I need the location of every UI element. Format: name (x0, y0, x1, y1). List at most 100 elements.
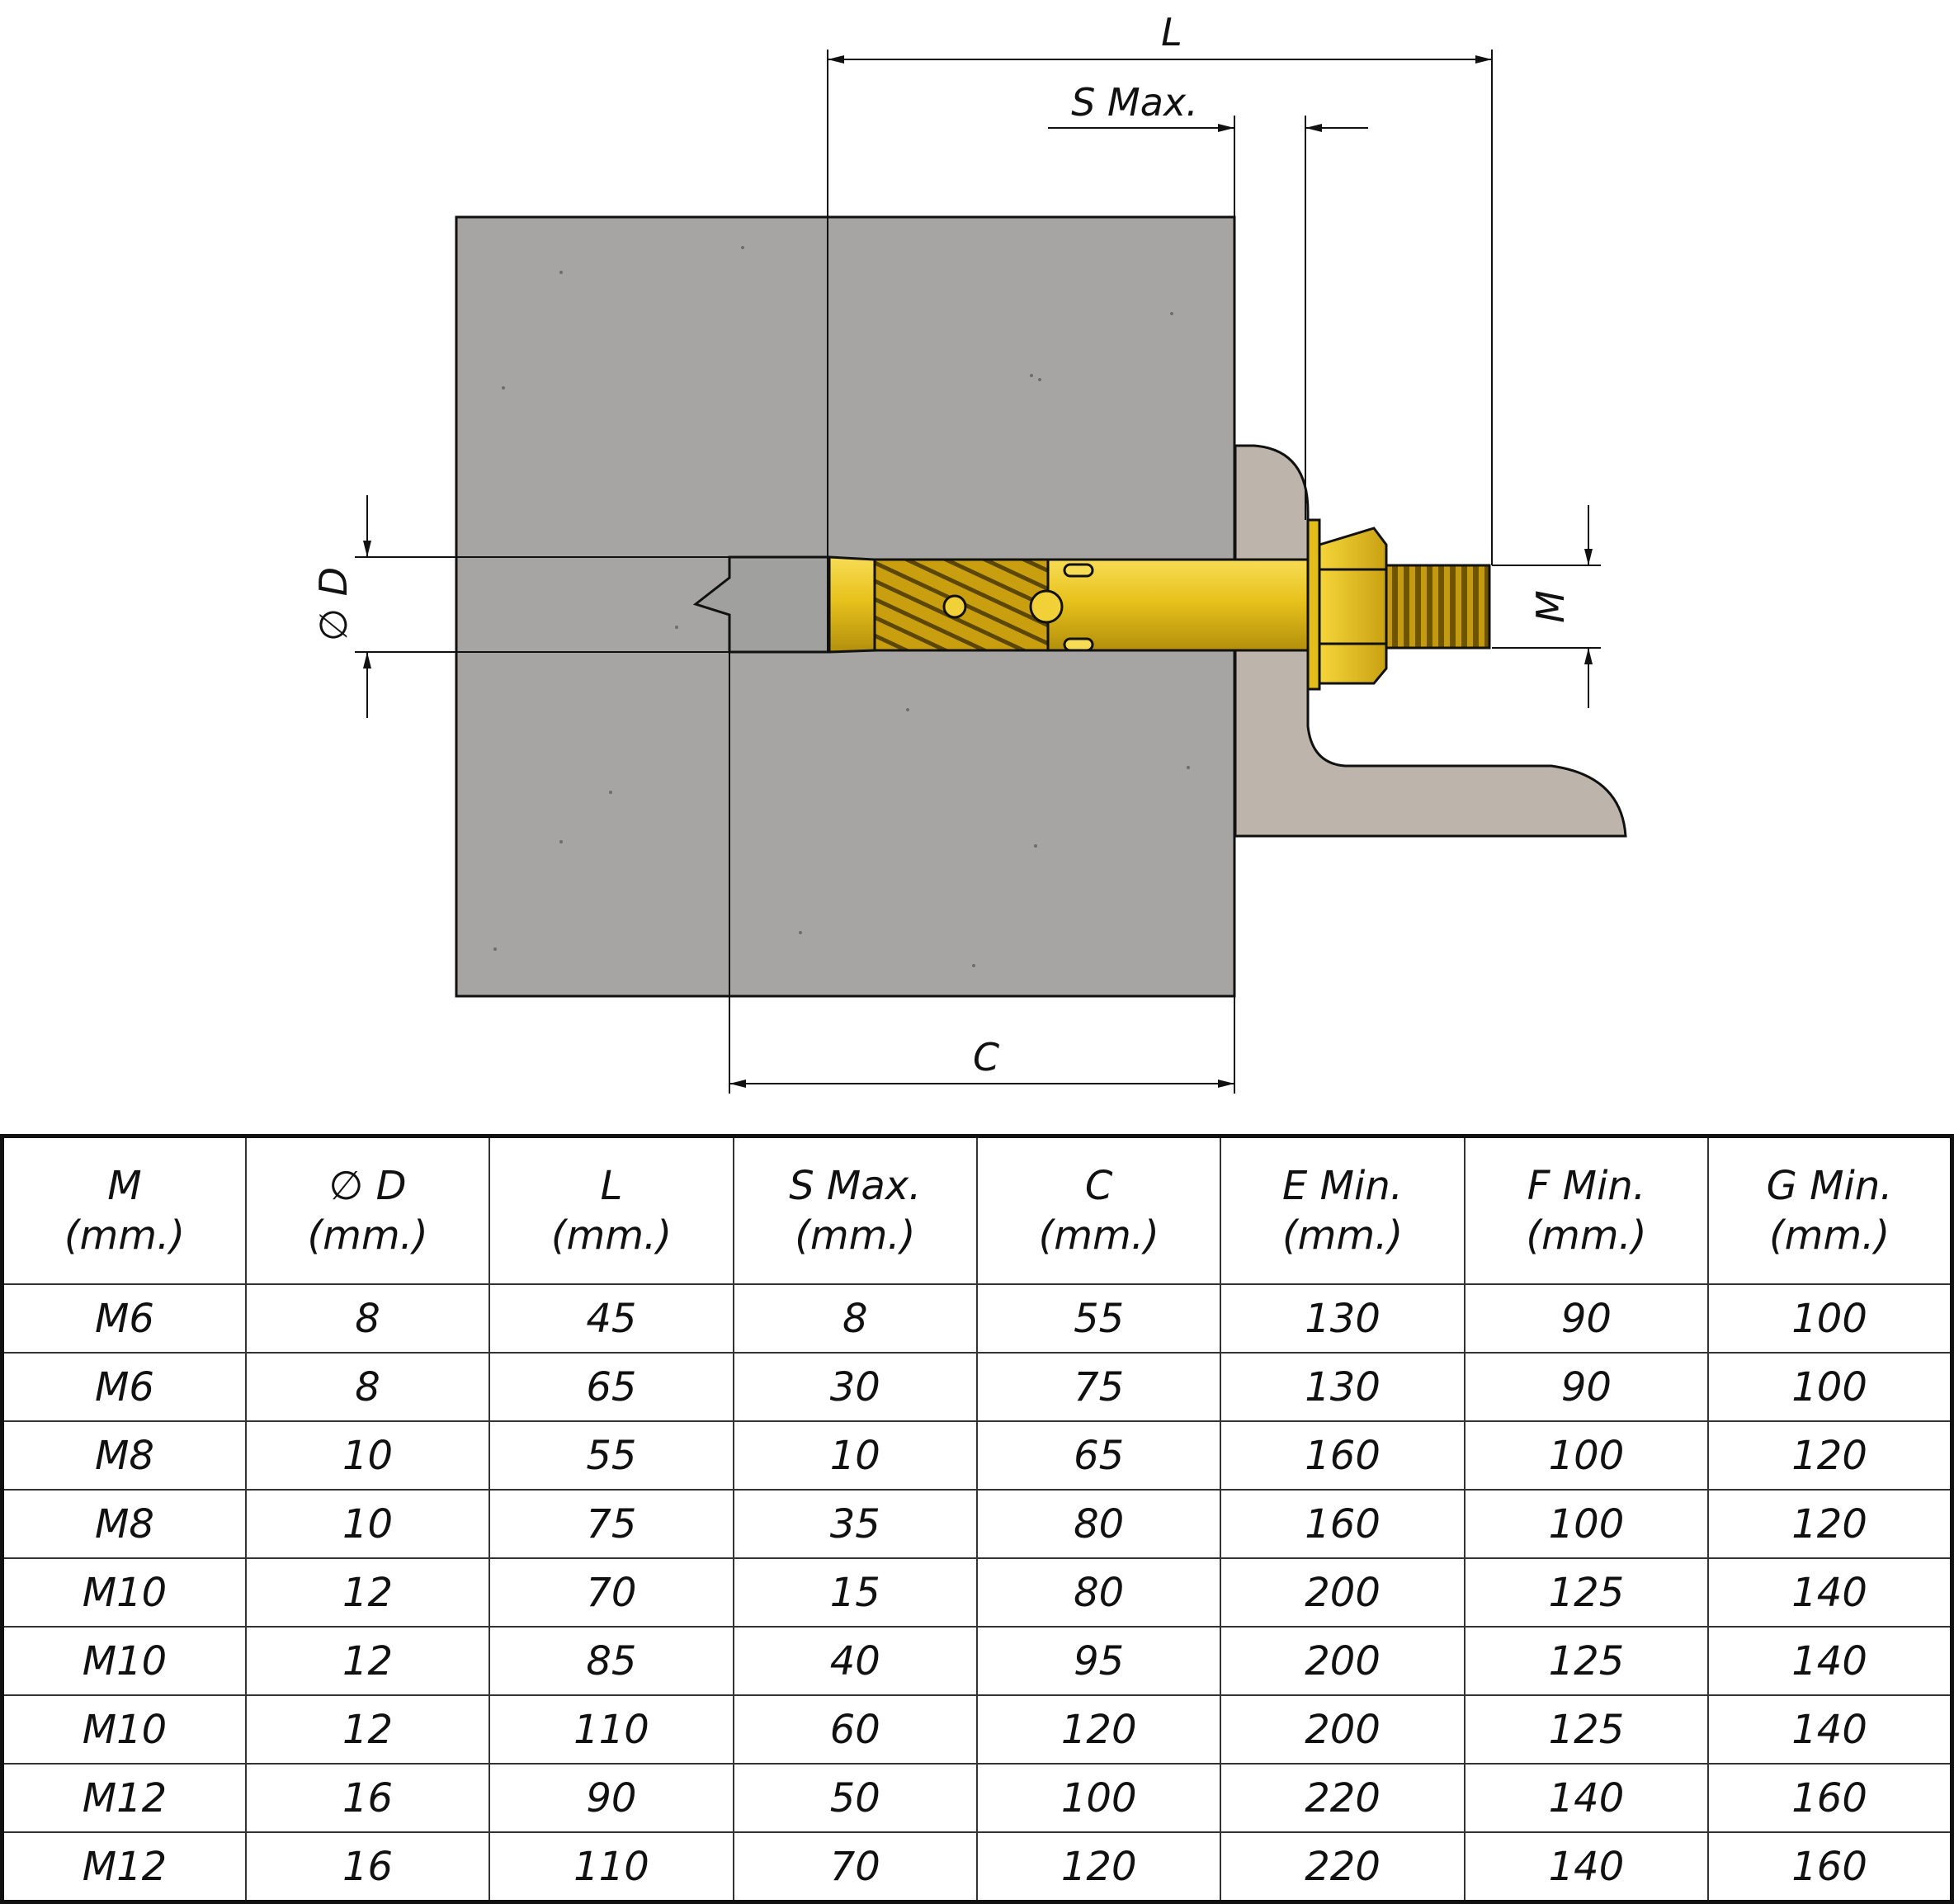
table-cell: 10 (244, 1489, 491, 1559)
dimension-M-label: M (1528, 590, 1573, 623)
table-cell: 100 (1707, 1352, 1953, 1422)
header-unit: (mm.) (1281, 1212, 1404, 1259)
table-cell: 12 (244, 1557, 491, 1628)
table-cell: 220 (1220, 1763, 1466, 1833)
table-cell: 220 (1220, 1831, 1466, 1903)
table-cell: M6 (1, 1352, 247, 1422)
table-cell: 110 (489, 1694, 734, 1765)
table-cell: 90 (489, 1763, 734, 1833)
table-cell: 80 (975, 1557, 1222, 1628)
header-name: C (1084, 1163, 1113, 1209)
table-cell: M8 (1, 1420, 247, 1491)
table-cell: 12 (244, 1694, 491, 1765)
header-s-max: S Max.(mm.) (732, 1135, 979, 1285)
table-cell: 16 (244, 1763, 491, 1833)
anchor-bolt (828, 518, 1491, 691)
table-cell: 70 (732, 1831, 979, 1903)
table-cell: 8 (244, 1352, 491, 1422)
table-cell: 100 (1463, 1420, 1710, 1491)
table-cell: 160 (1220, 1489, 1466, 1559)
specifications-table: M(mm.) ∅ D(mm.) L(mm.) S Max.(mm.) C(mm.… (0, 1134, 1954, 1904)
table-cell: M10 (1, 1557, 247, 1628)
header-name: M (107, 1163, 142, 1209)
header-unit: (mm.) (307, 1212, 428, 1259)
table-cell: M12 (1, 1831, 247, 1903)
dimension-C: C (729, 652, 1235, 1094)
table-cell: M6 (1, 1283, 247, 1354)
dimension-S-label: S Max. (1071, 80, 1198, 125)
dimension-C-label: C (973, 1035, 999, 1080)
table-cell: 10 (244, 1420, 491, 1491)
table-cell: 160 (1707, 1831, 1953, 1903)
table-cell: 110 (489, 1831, 734, 1903)
table-cell: M10 (1, 1626, 247, 1696)
table-cell: M8 (1, 1489, 247, 1559)
table-cell: 95 (975, 1626, 1222, 1696)
table-cell: 160 (1220, 1420, 1466, 1491)
table-cell: 120 (975, 1694, 1222, 1765)
header-g-min: G Min.(mm.) (1707, 1135, 1953, 1285)
table-cell: 10 (732, 1420, 979, 1491)
header-name: G Min. (1766, 1163, 1893, 1209)
table-cell: 85 (489, 1626, 734, 1696)
anchor-diagram: L S Max. ∅ D M C (311, 10, 1627, 1094)
table-cell: 120 (1707, 1489, 1953, 1559)
table-cell: 12 (244, 1626, 491, 1696)
table-cell: 140 (1463, 1831, 1710, 1903)
table-cell: 125 (1463, 1694, 1710, 1765)
table-cell: 125 (1463, 1557, 1710, 1628)
dimension-M: M (1492, 505, 1601, 708)
table-cell: 100 (975, 1763, 1222, 1833)
table-cell: 35 (732, 1489, 979, 1559)
table-header-row: M(mm.) ∅ D(mm.) L(mm.) S Max.(mm.) C(mm.… (1, 1135, 1953, 1285)
header-name: F Min. (1527, 1163, 1646, 1209)
dimension-L: L (827, 10, 1493, 652)
table-cell: 40 (732, 1626, 979, 1696)
table-cell: 55 (975, 1283, 1222, 1354)
table-cell: 30 (732, 1352, 979, 1422)
table-cell: 160 (1707, 1763, 1953, 1833)
table-cell: 140 (1707, 1626, 1953, 1696)
table-cell: 140 (1463, 1763, 1710, 1833)
header-unit: (mm.) (550, 1212, 673, 1259)
table-cell: 120 (975, 1831, 1222, 1903)
table-cell: 120 (1707, 1420, 1953, 1491)
dimension-L-label: L (1161, 10, 1182, 54)
header-name: L (600, 1163, 623, 1209)
table-cell: 50 (732, 1763, 979, 1833)
dimension-D-label: ∅ D (311, 567, 356, 641)
table-cell: 90 (1463, 1352, 1710, 1422)
table-cell: 70 (489, 1557, 734, 1628)
header-unit: (mm.) (795, 1212, 916, 1259)
table-cell: 65 (489, 1352, 734, 1422)
table-cell: 80 (975, 1489, 1222, 1559)
table-cell: 55 (489, 1420, 734, 1491)
table-cell: 45 (489, 1283, 734, 1354)
table-cell: 200 (1220, 1557, 1466, 1628)
table-cell: 16 (244, 1831, 491, 1903)
header-name: ∅ D (328, 1163, 407, 1209)
header-l: L(mm.) (489, 1135, 734, 1285)
header-unit: (mm.) (64, 1212, 186, 1259)
header-unit: (mm.) (1526, 1212, 1647, 1259)
table-cell: 65 (975, 1420, 1222, 1491)
header-unit: (mm.) (1768, 1212, 1890, 1259)
table-cell: 200 (1220, 1626, 1466, 1696)
table-cell: 130 (1220, 1283, 1466, 1354)
table-cell: 200 (1220, 1694, 1466, 1765)
table-cell: 140 (1707, 1557, 1953, 1628)
table-cell: M10 (1, 1694, 247, 1765)
table-cell: 130 (1220, 1352, 1466, 1422)
table-cell: 75 (975, 1352, 1222, 1422)
header-c: C(mm.) (975, 1135, 1222, 1285)
header-f-min: F Min.(mm.) (1463, 1135, 1710, 1285)
